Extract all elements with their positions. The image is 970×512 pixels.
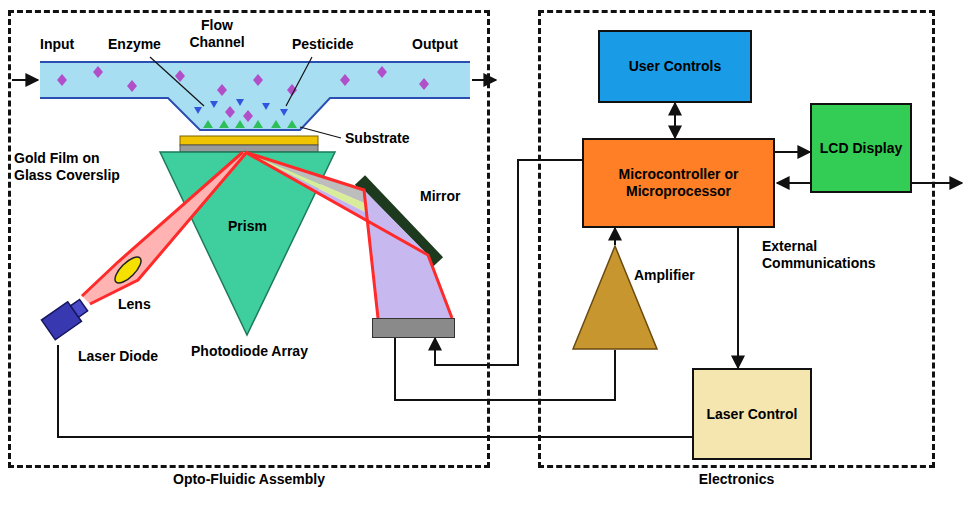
part-label: Mirror <box>420 188 460 205</box>
substrate-molecules <box>203 120 297 128</box>
channel-wall <box>40 61 470 63</box>
node-text: Photodiode Array <box>191 343 308 360</box>
node-text: Opto-Fluidic Assembly <box>11 471 487 488</box>
node-text: Prism <box>160 218 335 235</box>
laser-diode-icon <box>38 290 92 345</box>
connector <box>737 228 739 368</box>
photodiode-array: Photodiode Array <box>372 318 455 338</box>
gold-film <box>180 136 318 145</box>
node-text: Amplifier <box>634 267 695 284</box>
node-text: Microcontroller or Microprocessor <box>590 166 767 200</box>
output-arrow <box>472 79 496 81</box>
enzyme-molecules <box>194 99 288 116</box>
part-label: External Communications <box>762 238 912 272</box>
amplifier: Amplifier <box>572 245 658 350</box>
part-label: Enzyme <box>108 36 161 53</box>
process-box: User Controls <box>598 30 752 103</box>
node-text: Laser Diode <box>78 348 158 365</box>
part-label: Output <box>412 36 458 53</box>
glass-coverslip <box>180 145 318 152</box>
connector <box>614 228 616 245</box>
connector <box>58 345 692 437</box>
process-box: Microcontroller or Microprocessor <box>582 138 775 228</box>
leader-line <box>286 57 312 106</box>
input-arrow <box>12 79 38 81</box>
region-boundary: Opto-Fluidic AssemblyPrismPhotodiode Arr… <box>8 10 490 468</box>
laser-diode: Laser Diode <box>38 290 92 345</box>
node-text: Laser Control <box>706 406 797 423</box>
display-box: LCD Display <box>810 103 912 193</box>
leader-line <box>150 57 204 106</box>
prism: Prism <box>160 152 335 335</box>
amplifier-symbol <box>572 245 658 350</box>
pesticide-molecules <box>57 66 429 122</box>
connector <box>674 103 676 138</box>
node-text: LCD Display <box>820 140 902 157</box>
part-label: Pesticide <box>292 36 353 53</box>
part-label: Flow Channel <box>184 17 250 51</box>
node-text: Electronics <box>541 471 932 488</box>
part-label: Input <box>40 36 74 53</box>
connector <box>775 151 810 153</box>
part-label: Substrate <box>345 130 410 147</box>
flow-channel <box>40 62 470 130</box>
part-label: Lens <box>118 296 151 313</box>
region-boundary: ElectronicsUser ControlsMicrocontroller … <box>538 10 935 468</box>
part-label: Gold Film on Glass Coverslip <box>14 150 126 184</box>
channel-wall <box>40 98 470 130</box>
prism-outline <box>160 152 335 335</box>
process-box: Laser Control <box>692 368 812 460</box>
node-text: User Controls <box>629 58 722 75</box>
